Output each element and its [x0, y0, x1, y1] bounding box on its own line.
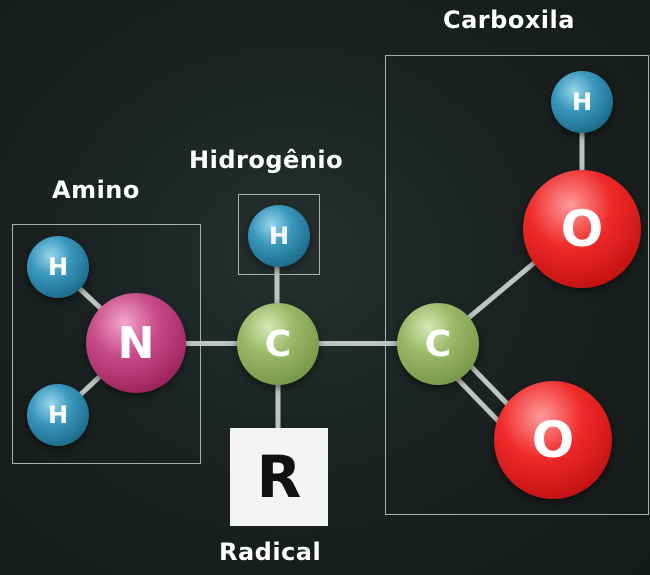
- carbon-atom-carboxyl: C: [397, 303, 479, 385]
- amino-label: Amino: [52, 176, 140, 204]
- nitrogen-atom: N: [86, 293, 186, 393]
- bond-n-c-alpha: [136, 341, 278, 346]
- hydrogen-atom-amino-top: H: [27, 236, 89, 298]
- radical-box: R: [230, 428, 328, 526]
- hydrogen-label: Hidrogênio: [189, 146, 344, 174]
- oxygen-atom-carbonyl: O: [494, 381, 612, 499]
- hydrogen-atom-hydroxyl: H: [551, 71, 613, 133]
- bond-c-alpha-c-carboxyl: [278, 341, 438, 346]
- carboxyl-label: Carboxila: [443, 6, 575, 34]
- hydrogen-atom-amino-bottom: H: [27, 384, 89, 446]
- carbon-atom-alpha: C: [237, 303, 319, 385]
- hydrogen-atom-alpha: H: [248, 205, 310, 267]
- radical-label: Radical: [219, 538, 322, 566]
- oxygen-atom-hydroxyl: O: [523, 170, 641, 288]
- carboxyl-group-box: [385, 55, 649, 515]
